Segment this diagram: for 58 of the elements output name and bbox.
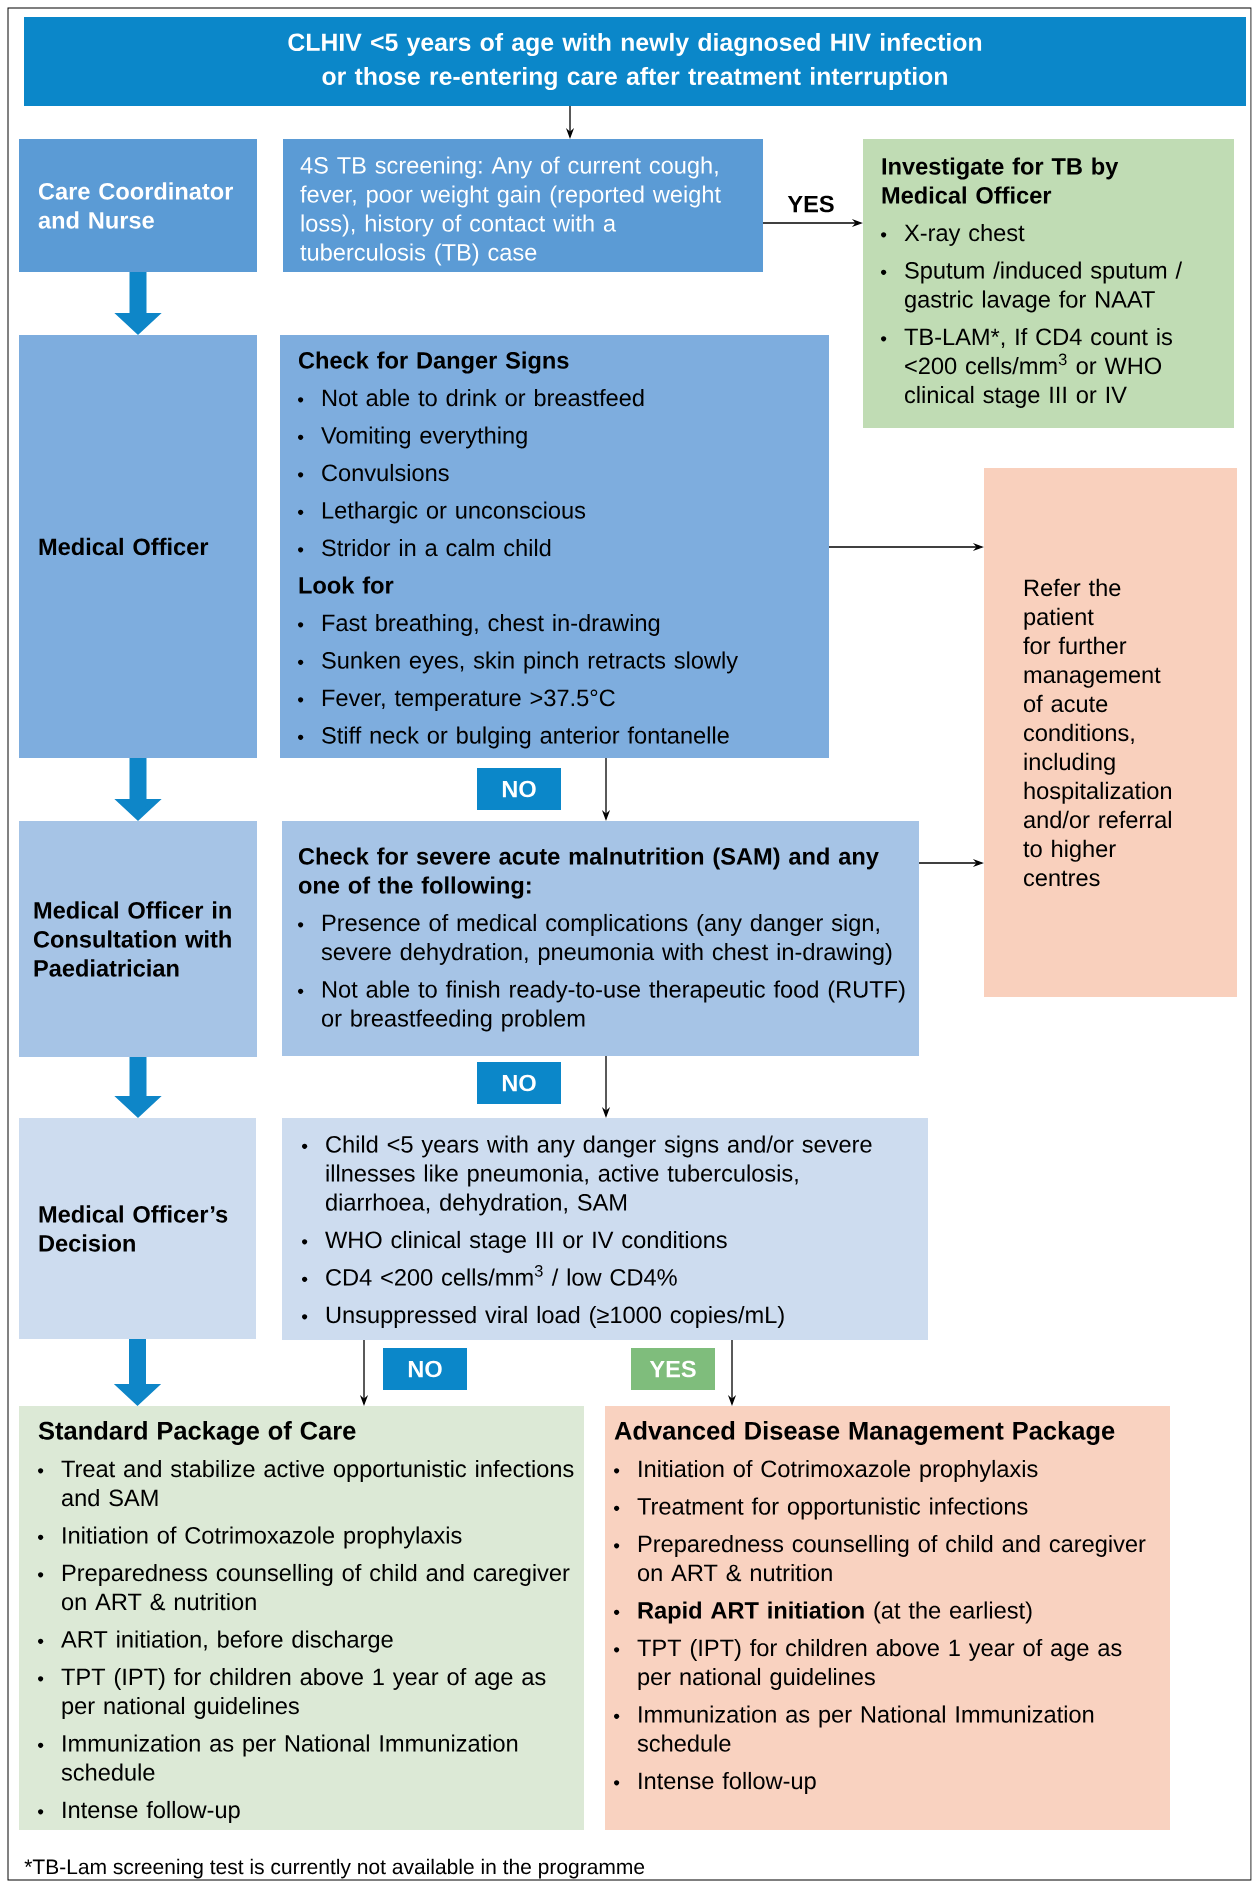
list-item: Fever, temperature >37.5°C <box>298 689 615 711</box>
referral-box: Refer the patient for further management of acute conditions, including hospitalization and/or referral to higher centres <box>984 468 1237 997</box>
list-item: Sputum /induced sputum / gastric lavage for NAAT <box>881 261 1183 313</box>
list-item: TB-LAM*, If CD4 count is <200 cells/mm$^{3}$ or WHO clinical stage III or IV <box>881 327 1172 408</box>
package-box <box>19 1406 584 1830</box>
heading: Check for Danger Signs <box>298 351 569 374</box>
list-item: Immunization as per National Immunization schedule <box>38 1734 518 1781</box>
list-item: Unsuppressed viral load (≥1000 copies/mL) <box>302 1305 784 1328</box>
heading: Advanced Disease Management Package <box>614 1421 1115 1445</box>
list-item: Intense follow-up <box>614 1771 816 1794</box>
list-item: Vomiting everything <box>298 426 527 449</box>
list-item: ART initiation, before discharge <box>38 1630 393 1653</box>
investigation-box <box>863 139 1234 428</box>
list-item: Not able to drink or breastfeed <box>298 388 644 407</box>
list-item: X-ray chest <box>881 223 1025 246</box>
list-item: Fast breathing, chest in-drawing <box>298 613 660 636</box>
edge-label: YES <box>631 1348 715 1390</box>
heading: Standard Package of Care <box>38 1421 356 1445</box>
list-item: Rapid ART initiation (at the earliest) <box>614 1601 1032 1624</box>
edge-label: YES <box>787 195 834 213</box>
list-item: WHO clinical stage III or IV conditions <box>302 1230 727 1253</box>
criteria-box <box>282 1118 928 1340</box>
list-item: Convulsions <box>298 463 449 482</box>
list-item: Not able to finish ready-to-use therapeutic food (RUTF) or breastfeeding problem <box>298 980 905 1032</box>
screening-box <box>283 139 763 272</box>
list-item: Treat and stabilize active opportunistic infections and SAM <box>38 1459 574 1507</box>
role-box: Medical Officer in Consultation with Paediatrician <box>19 821 257 1057</box>
list-item: Preparedness counselling of child and caregiver on ART & nutrition <box>614 1534 1146 1582</box>
list-item: Stridor in a calm child <box>298 538 551 557</box>
list-item: Initiation of Cotrimoxazole prophylaxis <box>614 1459 1038 1482</box>
edge-label: NO <box>477 768 561 810</box>
role-box: Medical Officer <box>19 335 257 758</box>
heading: Check for severe acute malnutrition (SAM) and any one of the following: <box>298 847 879 899</box>
edge-label: NO <box>477 1062 561 1104</box>
role-box: Care Coordinator and Nurse <box>19 139 257 272</box>
list-item: Presence of medical complications (any danger sign, severe dehydration, pneumonia with chest in-drawing) <box>298 913 892 965</box>
footnote: *TB-Lam screening test is currently not available in the programme <box>24 1858 645 1879</box>
title-banner: CLHIV <5 years of age with newly diagnosed HIV infection or those re-entering care after treatment interruption <box>24 17 1246 106</box>
list-item: Sunken eyes, skin pinch retracts slowly <box>298 651 738 674</box>
body-text: 4S TB screening: Any of current cough, fever, poor weight gain (reported weight loss), history of contact with a tuberculosis (TB) case <box>300 156 721 266</box>
list-item: TPT (IPT) for children above 1 year of age as per national guidelines <box>614 1638 1122 1690</box>
heading: Investigate for TB by Medical Officer <box>882 157 1119 204</box>
package-box <box>605 1406 1170 1830</box>
checklist-box <box>282 821 919 1056</box>
role-box: Medical Officer’s Decision <box>19 1118 256 1339</box>
list-item: Preparedness counselling of child and caregiver on ART & nutrition <box>38 1563 570 1611</box>
list-item: Initiation of Cotrimoxazole prophylaxis <box>38 1526 462 1549</box>
list-item: TPT (IPT) for children above 1 year of age as per national guidelines <box>38 1667 546 1719</box>
list-item: Stiff neck or bulging anterior fontanelle <box>298 726 729 749</box>
list-item: Intense follow-up <box>38 1800 240 1823</box>
list-item: CD4 <200 cells/mm$^{3}$ / low CD4% <box>302 1264 677 1286</box>
heading: Look for <box>299 576 394 594</box>
checklist-box <box>280 335 829 758</box>
edge-label: NO <box>383 1348 467 1390</box>
list-item: Immunization as per National Immunization schedule <box>614 1705 1094 1752</box>
list-item: Child <5 years with any danger signs and/or severe illnesses like pneumonia, active tuberculosis, diarrhoea, dehydration, SAM <box>302 1135 872 1216</box>
list-item: Lethargic or unconscious <box>298 501 586 524</box>
list-item: Treatment for opportunistic infections <box>614 1497 1028 1520</box>
